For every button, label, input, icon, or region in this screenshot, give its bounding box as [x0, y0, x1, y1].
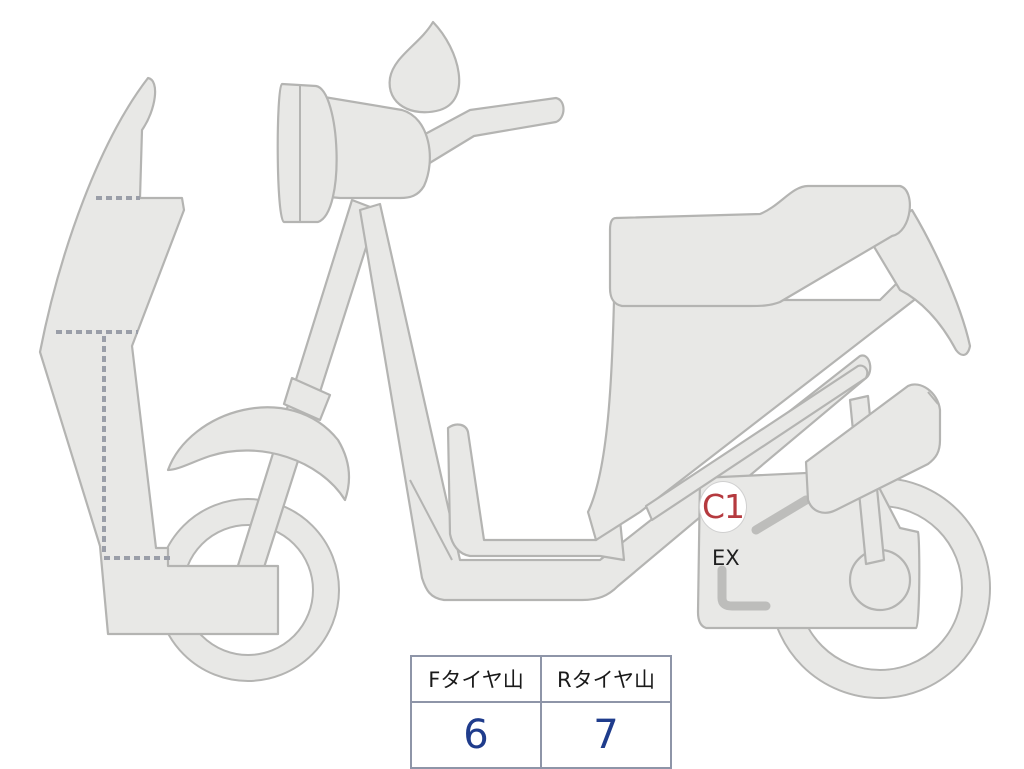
exhaust-marker: C1 [699, 481, 747, 537]
handlebar-cover [316, 94, 431, 200]
exhaust-pipe [717, 565, 771, 611]
seat [608, 184, 911, 308]
rear-cowl [868, 208, 972, 356]
table-row: 6 7 [410, 701, 672, 769]
mirror [388, 20, 461, 114]
floorboard [446, 423, 626, 562]
rear-carrier [644, 364, 869, 522]
leg-shield [38, 76, 280, 636]
value-rear-tire: 7 [540, 701, 672, 769]
front-fender [166, 406, 351, 502]
muffler [804, 383, 942, 514]
fork-collar [282, 376, 332, 422]
table-header-row: Fタイヤ山 Rタイヤ山 [410, 655, 672, 703]
marker-label: EX [712, 546, 740, 570]
tire-tread-table: Fタイヤ山 Rタイヤ山 6 7 [410, 655, 672, 769]
marker-code: C1 [699, 481, 747, 533]
handlebar [412, 96, 565, 166]
header-front-tire: Fタイヤ山 [410, 655, 542, 703]
body-panel [586, 258, 942, 542]
frame-tube [358, 202, 872, 602]
value-front-tire: 6 [410, 701, 542, 769]
exhaust-pipe-upper [751, 495, 811, 535]
headlight [276, 82, 338, 224]
header-rear-tire: Rタイヤ山 [540, 655, 672, 703]
